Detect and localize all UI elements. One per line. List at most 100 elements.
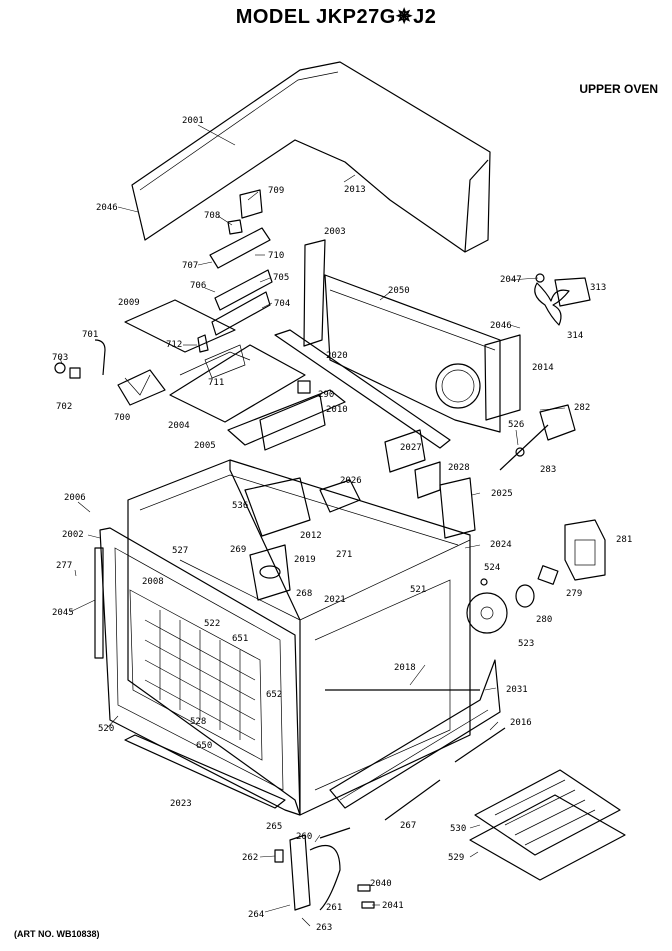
callout-2008: 2008 — [142, 577, 164, 587]
oven-racks — [469, 769, 626, 881]
callout-267: 267 — [400, 821, 416, 831]
callout-labels: 2001 2046 2013 709 708 710 707 705 706 7… — [52, 116, 632, 933]
brackets-2010-2005 — [227, 380, 346, 451]
callout-2002: 2002 — [62, 530, 84, 540]
callout-706: 706 — [190, 281, 206, 291]
callout-707: 707 — [182, 261, 198, 271]
oven-light-assembly — [480, 565, 559, 608]
callout-314: 314 — [567, 331, 583, 341]
panel-2014 — [484, 334, 521, 421]
vent-parts — [319, 429, 441, 513]
callout-263: 263 — [316, 923, 332, 933]
callout-282: 282 — [574, 403, 590, 413]
convection-fan-assembly — [534, 273, 591, 326]
callout-652: 652 — [266, 690, 282, 700]
top-panel-2001 — [131, 61, 491, 253]
callout-264: 264 — [248, 910, 264, 920]
callout-2016: 2016 — [510, 718, 532, 728]
back-panel-2050 — [324, 274, 501, 433]
callout-651: 651 — [232, 634, 248, 644]
callout-268: 268 — [296, 589, 312, 599]
panel-strip-2003 — [303, 239, 326, 347]
callout-2024: 2024 — [490, 540, 512, 550]
callout-2031: 2031 — [506, 685, 528, 695]
rotisserie-motor-282 — [499, 404, 576, 471]
callout-712: 712 — [166, 340, 182, 350]
oven-cavity-body — [127, 459, 480, 816]
callout-704: 704 — [274, 299, 290, 309]
callout-529: 529 — [448, 853, 464, 863]
callout-2005: 2005 — [194, 441, 216, 451]
diagram-subtitle: UPPER OVEN — [579, 82, 658, 96]
callout-523: 523 — [518, 639, 534, 649]
callout-520: 520 — [98, 724, 114, 734]
callout-265: 265 — [266, 822, 282, 832]
callout-2041: 2041 — [382, 901, 404, 911]
callout-2019: 2019 — [294, 555, 316, 565]
callout-2018: 2018 — [394, 663, 416, 673]
callout-530: 530 — [450, 824, 466, 834]
callout-705: 705 — [273, 273, 289, 283]
callout-260: 260 — [296, 832, 312, 842]
callout-283: 283 — [540, 465, 556, 475]
callout-279: 279 — [566, 589, 582, 599]
callout-261: 261 — [326, 903, 342, 913]
bottom-rail-2023 — [124, 734, 286, 809]
callout-2001: 2001 — [182, 116, 204, 126]
callout-711: 711 — [208, 378, 224, 388]
callout-313: 313 — [590, 283, 606, 293]
callout-536: 536 — [232, 501, 248, 511]
callout-521: 521 — [410, 585, 426, 595]
bracket-2025 — [439, 477, 476, 539]
callout-2027: 2027 — [400, 443, 422, 453]
callout-262: 262 — [242, 853, 258, 863]
callout-280: 280 — [536, 615, 552, 625]
callout-2010: 2010 — [326, 405, 348, 415]
callout-701: 701 — [82, 330, 98, 340]
door-lock-mechanism — [54, 189, 273, 406]
bracket-281 — [564, 519, 606, 581]
front-frame-2002 — [94, 527, 301, 816]
callout-2047: 2047 — [500, 275, 522, 285]
callout-2004: 2004 — [168, 421, 190, 431]
callout-2009: 2009 — [118, 298, 140, 308]
callout-526: 526 — [508, 420, 524, 430]
callout-2012: 2012 — [300, 531, 322, 541]
callout-522: 522 — [204, 619, 220, 629]
callout-277: 277 — [56, 561, 72, 571]
panel-2004 — [169, 344, 306, 423]
callout-2025: 2025 — [491, 489, 513, 499]
callout-2003: 2003 — [324, 227, 346, 237]
plate-2009 — [124, 299, 236, 353]
rail-2020 — [274, 329, 451, 449]
callout-527: 527 — [172, 546, 188, 556]
callout-2045: 2045 — [52, 608, 74, 618]
callout-650: 650 — [196, 741, 212, 751]
callout-2006: 2006 — [64, 493, 86, 503]
callout-271: 271 — [336, 550, 352, 560]
callout-710: 710 — [268, 251, 284, 261]
art-number: (ART NO. WB10838) — [14, 929, 100, 939]
callout-2023: 2023 — [170, 799, 192, 809]
callout-leaders — [59, 124, 566, 927]
callout-290: 290 — [318, 390, 334, 400]
rod-2016 — [454, 727, 506, 763]
side-rail-2031 — [329, 659, 501, 809]
callout-2026: 2026 — [340, 476, 362, 486]
callout-2046: 2046 — [96, 203, 118, 213]
callout-2050: 2050 — [388, 286, 410, 296]
callout-702: 702 — [56, 402, 72, 412]
callout-2046-b: 2046 — [490, 321, 512, 331]
callout-703: 703 — [52, 353, 68, 363]
callout-708: 708 — [204, 211, 220, 221]
callout-700: 700 — [114, 413, 130, 423]
callout-281: 281 — [616, 535, 632, 545]
callout-2014: 2014 — [532, 363, 554, 373]
callout-2028: 2028 — [448, 463, 470, 473]
callout-269: 269 — [230, 545, 246, 555]
callout-528: 528 — [190, 717, 206, 727]
door-hinge-assembly — [274, 827, 375, 911]
callout-709: 709 — [268, 186, 284, 196]
rod-267 — [384, 779, 441, 821]
